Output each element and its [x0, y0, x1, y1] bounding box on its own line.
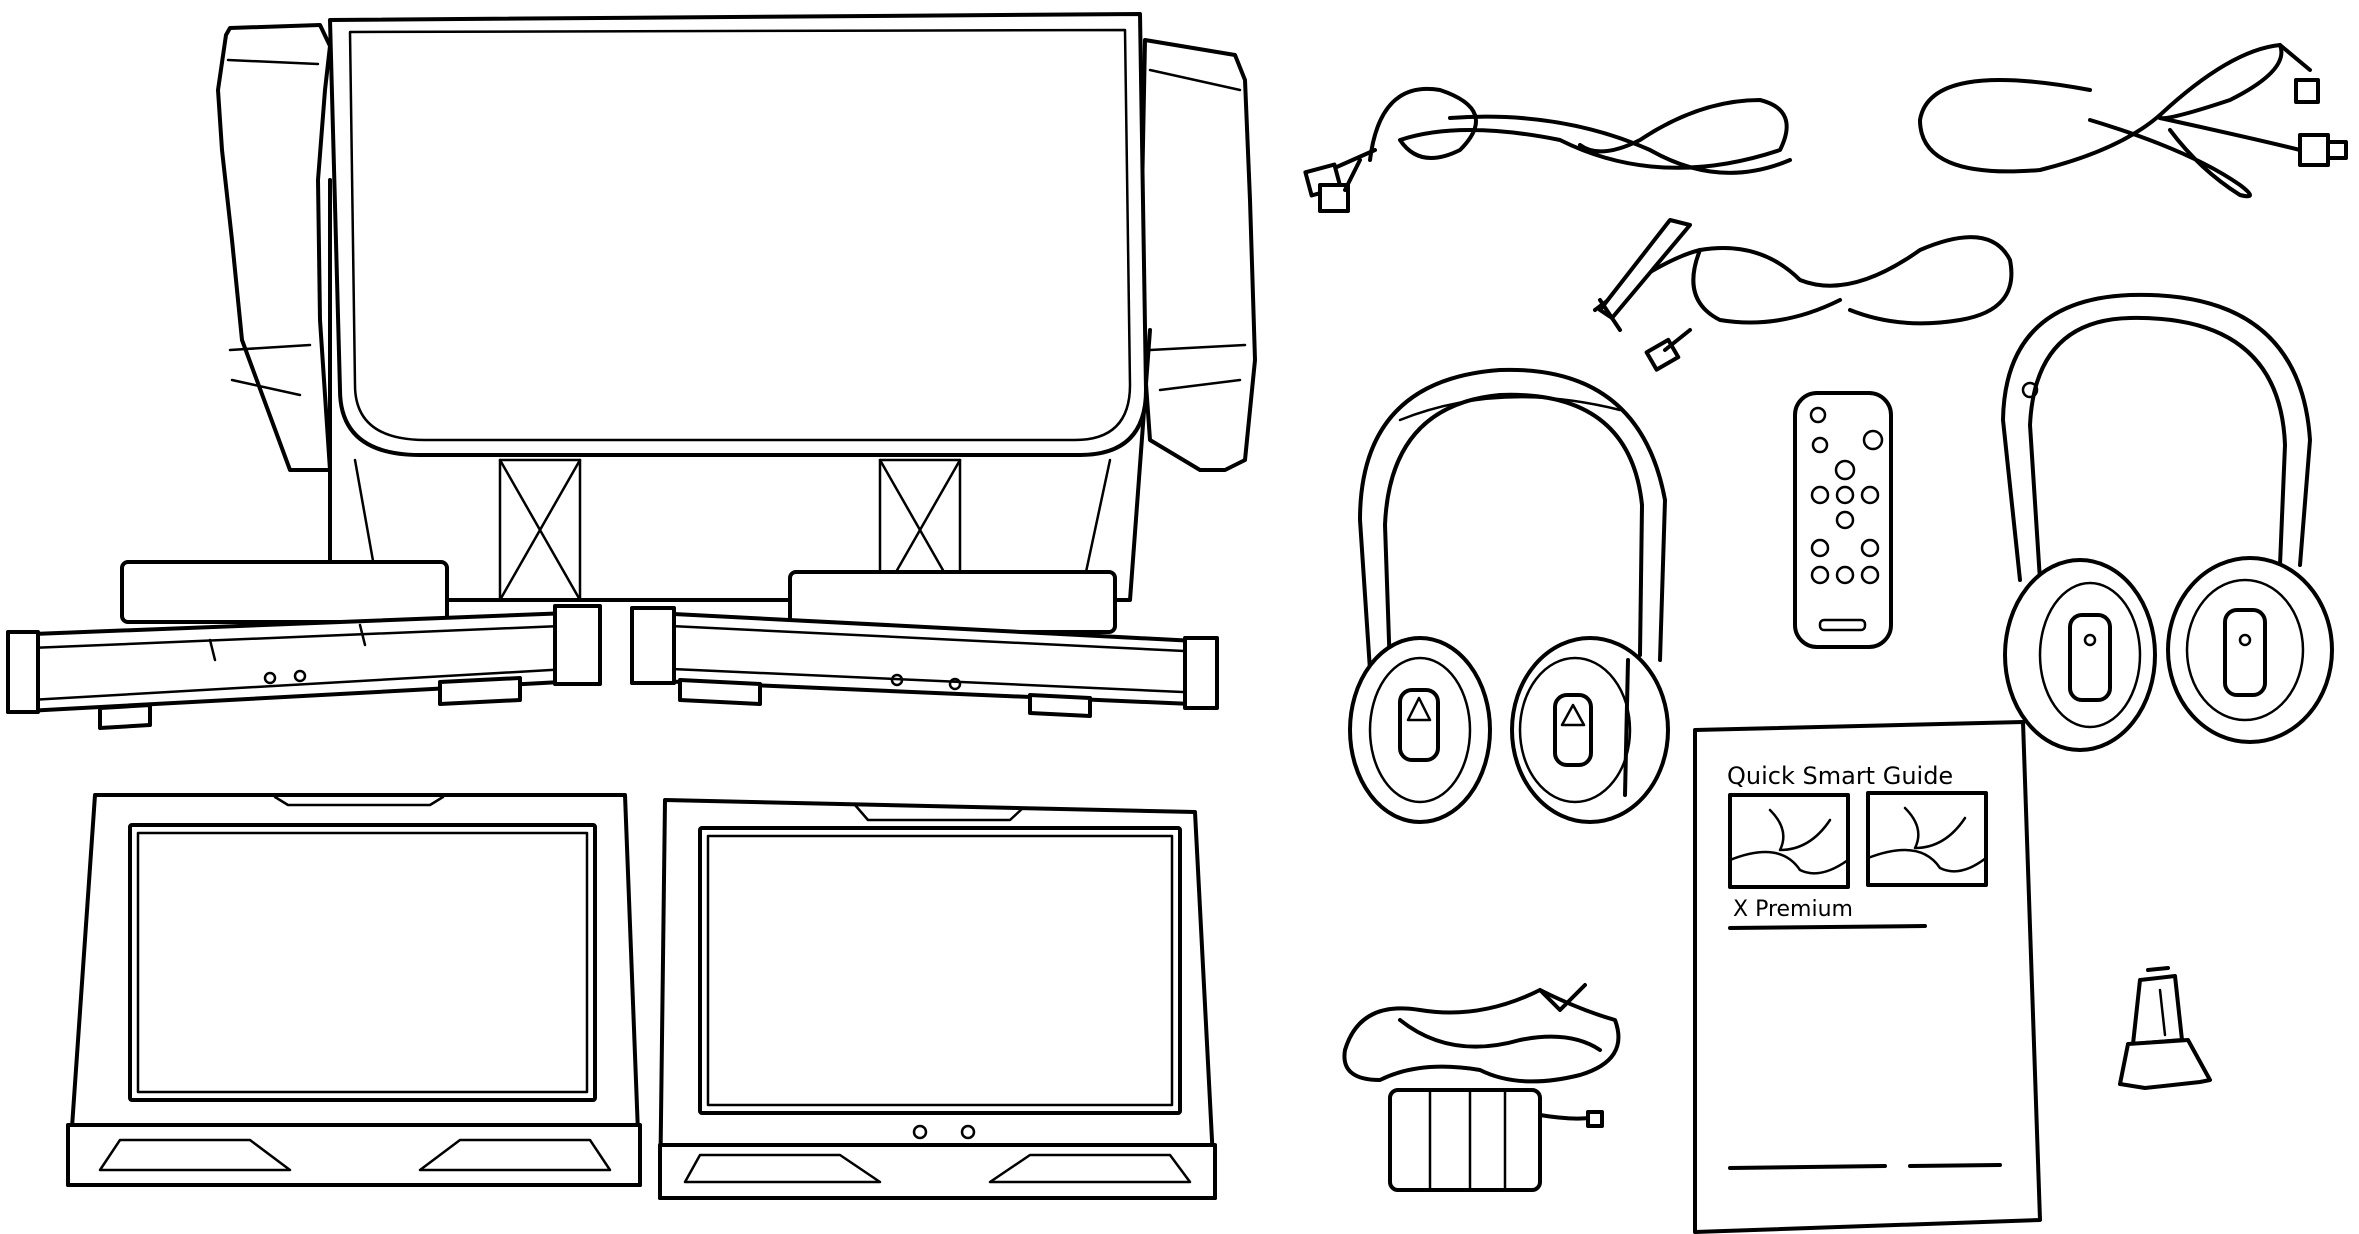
- power-adapter-illustration: [1342, 983, 1621, 1192]
- remote-control-illustration: [1793, 391, 1893, 649]
- right-mount-bracket-illustration: [630, 570, 1219, 718]
- carry-bag-illustration: [216, 12, 1257, 602]
- headphone-cable-illustration: [1593, 218, 2014, 372]
- right-monitor-illustration: [658, 798, 1217, 1200]
- left-monitor-illustration: [66, 793, 642, 1187]
- left-headphones-illustration: [1348, 367, 1670, 824]
- right-headphones-illustration: [2001, 292, 2334, 752]
- left-mount-bracket-illustration: [6, 560, 602, 730]
- car-charger-illustration: [2118, 966, 2212, 1090]
- av-cable-2-illustration: [1918, 43, 2348, 199]
- guide-title: Quick Smart Guide: [1727, 762, 1954, 790]
- quick-smart-guide-booklet: [1693, 720, 2042, 1234]
- av-cable-1-illustration: [1303, 86, 1792, 213]
- guide-subtitle: X Premium: [1733, 897, 1853, 922]
